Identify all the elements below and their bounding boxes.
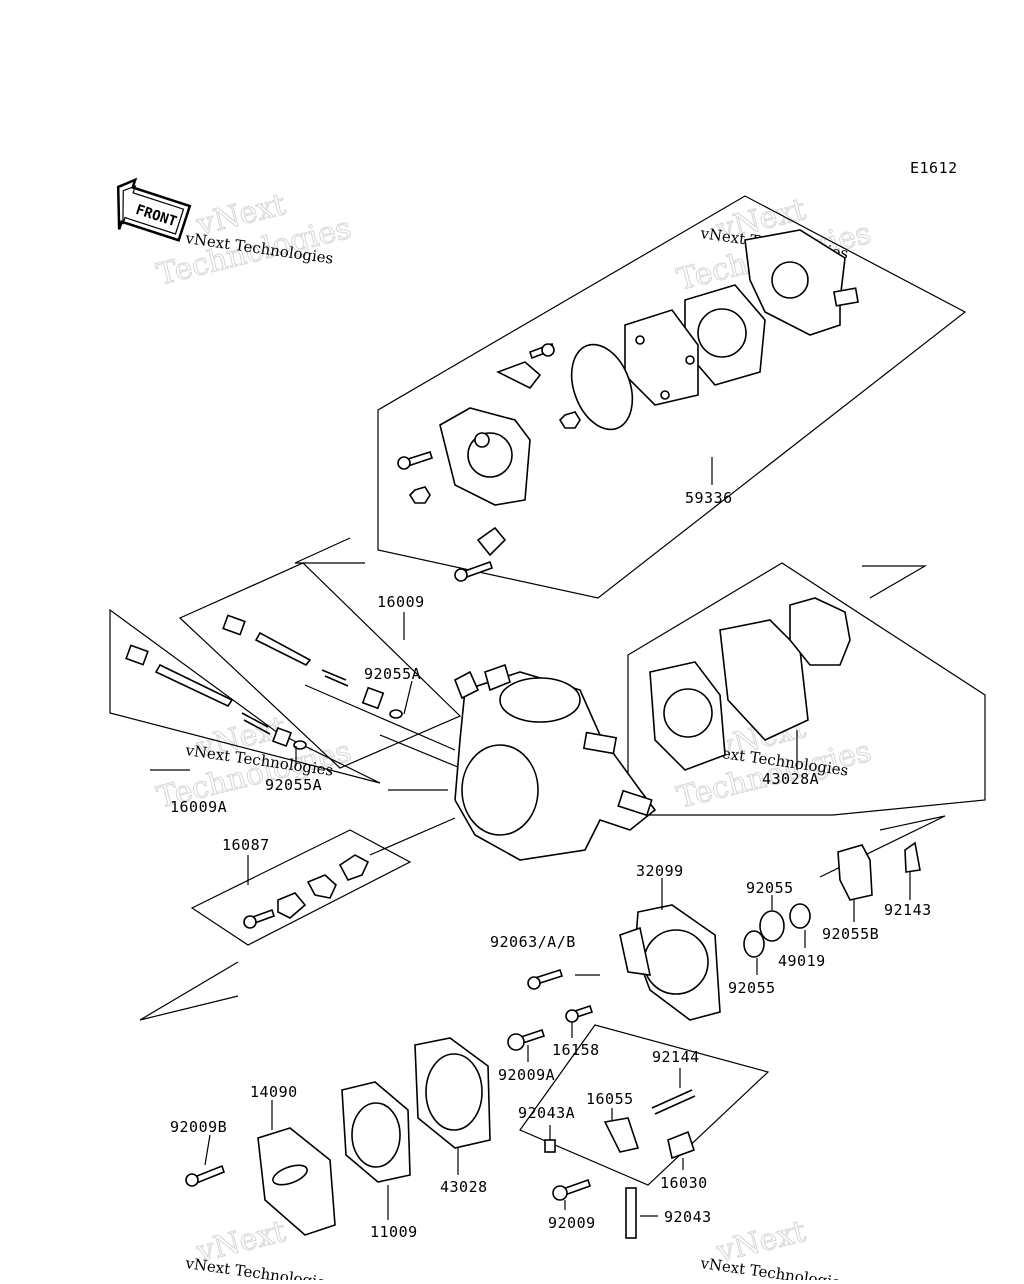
- part-label-92009b: 92009B: [170, 1118, 227, 1136]
- pump-screws-part: [397, 342, 581, 582]
- part-label-92009: 92009: [548, 1214, 596, 1232]
- part-label-43028: 43028: [440, 1178, 488, 1196]
- mixture-screw-parts: [125, 614, 403, 750]
- mixture-screw-a-frame: [109, 608, 381, 784]
- svg-text:vNext Technologies: vNext Technologies: [183, 1254, 334, 1280]
- part-label-92143: 92143: [884, 901, 932, 919]
- part-label-92055a-upper: 92055A: [364, 665, 421, 683]
- part-label-43028a: 43028A: [762, 770, 819, 788]
- gasket-kit-parts: [649, 597, 851, 771]
- pump-gasket-part: [684, 284, 766, 386]
- part-label-16087: 16087: [222, 836, 270, 854]
- part-label-92063-a-b: 92063/A/B: [490, 933, 576, 951]
- needle-valve-parts: [544, 1089, 696, 1239]
- leader-lines: [150, 457, 911, 1220]
- front-arrow-icon: FRONT: [116, 177, 192, 242]
- part-label-92043: 92043: [664, 1208, 712, 1226]
- part-label-59336: 59336: [685, 489, 733, 507]
- part-label-16055: 16055: [586, 1090, 634, 1108]
- needle-valve-frame: [519, 1024, 770, 1186]
- bottom-diaphragm-part: [414, 1037, 491, 1149]
- part-label-32099: 32099: [636, 862, 684, 880]
- pump-oring-part: [570, 343, 634, 431]
- bracket-parts: [243, 854, 370, 929]
- part-label-16030: 16030: [660, 1174, 708, 1192]
- part-label-92043a: 92043A: [518, 1104, 575, 1122]
- part-label-92055b: 92055B: [822, 925, 879, 943]
- part-label-92055a-lower: 92055A: [265, 776, 322, 794]
- right-small-parts: [743, 841, 921, 958]
- bracket-frame: [190, 829, 412, 946]
- carburetor-body-part: [453, 663, 657, 861]
- diagram-code: E1612: [910, 159, 958, 177]
- part-label-49019: 49019: [778, 952, 826, 970]
- part-label-92009a: 92009A: [498, 1066, 555, 1084]
- bottom-gasket-part: [341, 1081, 411, 1183]
- part-label-92055-upper: 92055: [746, 879, 794, 897]
- part-label-16158: 16158: [552, 1041, 600, 1059]
- part-label-11009: 11009: [370, 1223, 418, 1241]
- lower-body-part: [507, 904, 721, 1051]
- part-label-14090: 14090: [250, 1083, 298, 1101]
- pump-kit-frame: [377, 195, 967, 599]
- mixture-screw-frame: [178, 562, 462, 769]
- pump-body-part: [439, 407, 531, 506]
- part-label-16009a: 16009A: [170, 798, 227, 816]
- svg-text:vNext Technologies: vNext Technologies: [698, 1254, 849, 1280]
- part-label-16009: 16009: [377, 593, 425, 611]
- watermark-bottom-right: vNext vNext Technologies: [698, 1214, 849, 1284]
- bottom-cover-part: [185, 1127, 336, 1236]
- part-label-92055-lower: 92055: [728, 979, 776, 997]
- part-label-92144: 92144: [652, 1048, 700, 1066]
- pump-diaphragm-part: [624, 309, 699, 406]
- pump-cover-part: [744, 229, 859, 336]
